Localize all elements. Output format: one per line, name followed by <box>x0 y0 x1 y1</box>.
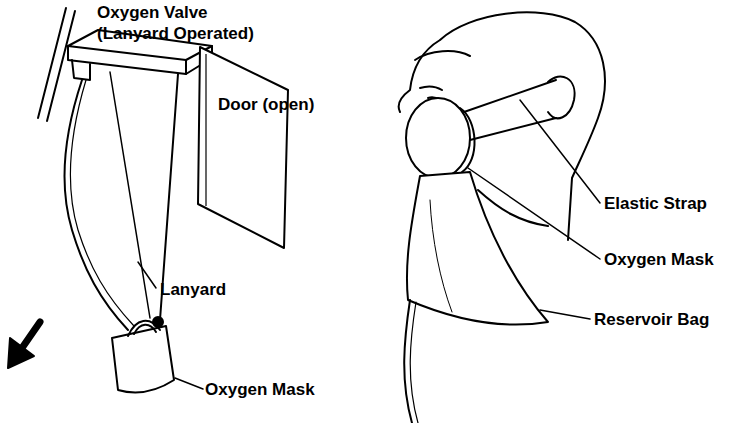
part-label: Reservoir Bag <box>594 309 709 330</box>
bag-fold <box>430 200 452 312</box>
leader-line <box>138 262 156 288</box>
eyebrow <box>420 86 442 90</box>
part-label: Oxygen Mask <box>604 249 714 270</box>
oxygen-mask-drawing <box>460 108 475 172</box>
leader-line <box>468 168 600 259</box>
ear <box>548 76 575 118</box>
lanyard-pin <box>153 317 163 327</box>
part-label: Oxygen Valve (Lanyard Operated) <box>97 2 257 44</box>
oxygen-mask-drawing <box>112 326 174 392</box>
direction-arrow <box>8 338 34 368</box>
door-outline <box>196 44 312 252</box>
jaw-line <box>478 190 548 226</box>
door-outline <box>198 47 288 248</box>
oxygen-hose <box>65 80 128 330</box>
direction-arrow <box>22 322 40 348</box>
door-label: Door (open) <box>218 94 314 115</box>
leader-line <box>175 378 203 389</box>
leader-line <box>520 100 600 203</box>
elastic-strap-drawing <box>134 325 156 334</box>
door-edge <box>205 54 206 206</box>
door-panel: Door (open) <box>196 44 312 252</box>
leader-line <box>540 310 590 319</box>
oxygen-hose <box>410 302 418 423</box>
oxygen-mask-drawing <box>406 98 470 178</box>
oxygen-valve-symbol <box>72 60 90 80</box>
oxygen-hose <box>70 80 134 326</box>
reservoir-bag-drawing <box>407 172 548 325</box>
part-label: Lanyard <box>160 279 226 300</box>
hair-line <box>415 51 470 60</box>
lanyard-line <box>110 72 150 318</box>
elastic-strap-drawing <box>464 80 556 112</box>
compartment-front <box>68 46 186 74</box>
wall-edge <box>47 11 75 121</box>
elastic-strap-drawing <box>128 321 160 336</box>
part-label: Elastic Strap <box>604 193 707 214</box>
part-label: Oxygen Mask <box>205 379 315 400</box>
